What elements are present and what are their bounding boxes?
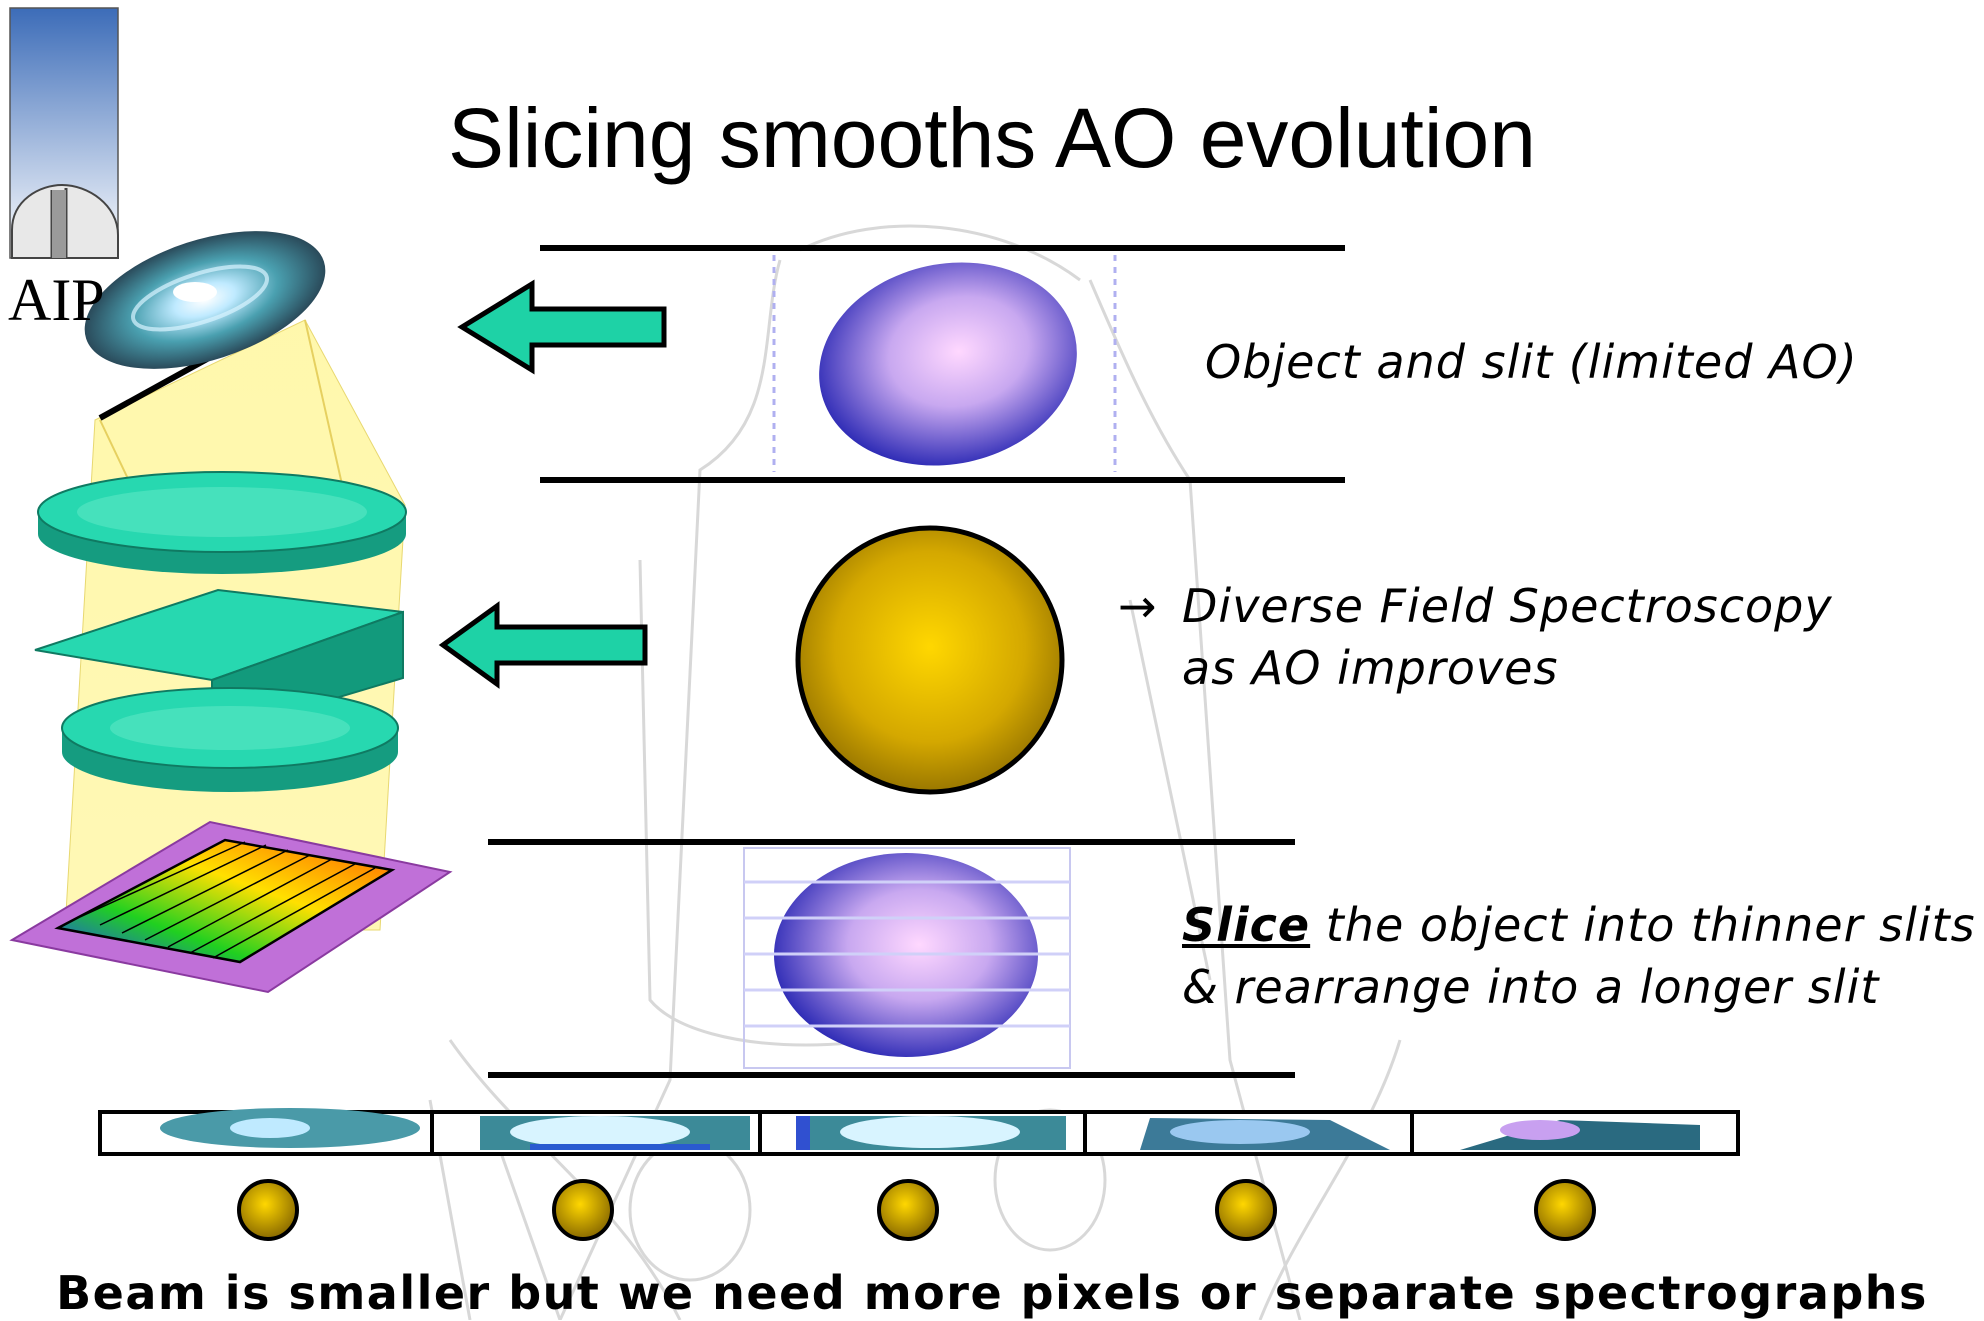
- pupil-spot: [877, 1179, 939, 1241]
- slide-title: Slicing smooths AO evolution: [448, 91, 1536, 185]
- sliced-object-diagram: [488, 839, 1295, 1078]
- slit-diagram-limited-ao: [540, 245, 1345, 483]
- slit-segment: [1460, 1120, 1700, 1150]
- caption-diverse-line1: Diverse Field Spectroscopy: [1182, 579, 1833, 633]
- pupil-spot: [237, 1179, 299, 1241]
- footer-statement: Beam is smaller but we need more pixels …: [56, 1266, 1928, 1320]
- slit-segment: [480, 1116, 750, 1150]
- caption-slice-rest: the object into thinner slits: [1310, 898, 1976, 952]
- slit-segment: [796, 1116, 1066, 1150]
- slice-emphasis: Slice: [1182, 898, 1311, 952]
- left-arrow-icon: [438, 601, 648, 689]
- caption-diverse-line2: as AO improves: [1182, 641, 1559, 695]
- diffraction-limited-circle: [795, 525, 1065, 795]
- background-instrument-sketch: [428, 224, 1402, 1320]
- long-slit-strip: [98, 1108, 1740, 1156]
- pupil-spot: [1534, 1179, 1596, 1241]
- slit-segment: [160, 1108, 420, 1148]
- spiral-galaxy-icon: [84, 231, 326, 369]
- caption-slice-line1: Slice the object into thinner slits: [1182, 895, 1976, 955]
- logo-text: AIP: [8, 267, 105, 333]
- caption-diverse-arrow: →: [1118, 579, 1158, 633]
- pupil-spot: [552, 1179, 614, 1241]
- slit-segment: [1140, 1118, 1390, 1150]
- left-arrow-icon: [457, 279, 667, 375]
- pupil-spots: [237, 1179, 1596, 1241]
- observatory-dome-icon: [9, 7, 119, 259]
- pupil-spot: [1215, 1179, 1277, 1241]
- caption-slice-line2: & rearrange into a longer slit: [1182, 960, 1880, 1014]
- caption-limited-ao: Object and slit (limited AO): [1205, 335, 1858, 389]
- spectrograph-optics-icon: [9, 302, 453, 994]
